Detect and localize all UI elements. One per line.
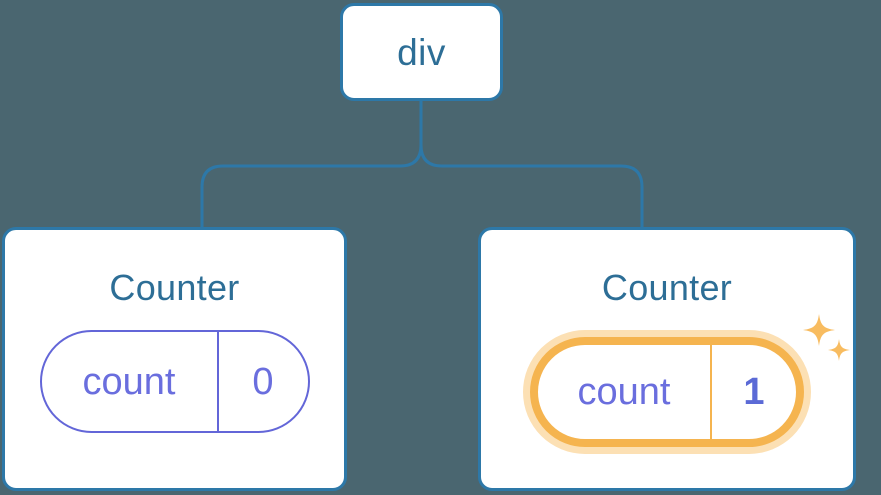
state-pill-highlight-glow: count 1 bbox=[523, 330, 811, 454]
sparkle-large-icon bbox=[803, 314, 835, 346]
state-key-label: count bbox=[538, 345, 712, 439]
counter-left-state: count 0 bbox=[39, 330, 310, 433]
node-div[interactable]: div bbox=[340, 3, 503, 101]
sparkle-small-icon bbox=[828, 339, 850, 361]
state-key-label: count bbox=[42, 332, 219, 431]
state-value-label: 1 bbox=[743, 371, 765, 413]
node-div-label: div bbox=[397, 31, 446, 73]
state-value-label: 0 bbox=[252, 360, 274, 403]
counter-right-state: count 1 bbox=[523, 314, 850, 454]
counter-left-title: Counter bbox=[109, 267, 240, 308]
node-counter-left[interactable]: Counter count 0 bbox=[2, 227, 347, 491]
counter-right-title: Counter bbox=[601, 267, 733, 308]
state-pill-count-0[interactable]: count 0 bbox=[39, 330, 310, 433]
node-counter-right[interactable]: Counter count 1 bbox=[478, 227, 856, 491]
state-pill-count-1[interactable]: count 1 bbox=[530, 337, 804, 447]
